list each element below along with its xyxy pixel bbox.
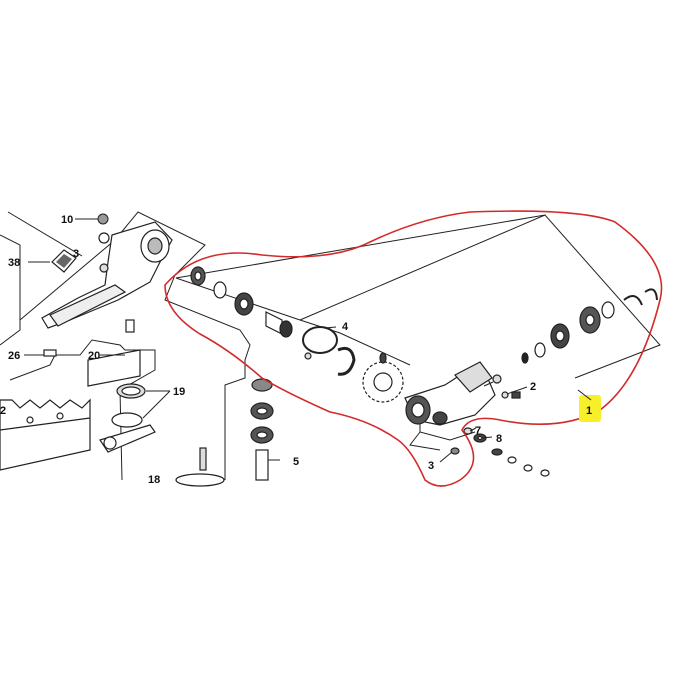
plate-20: [43, 319, 141, 387]
callout-38: 38: [8, 257, 20, 269]
gear-housing: [404, 361, 496, 426]
callout-2: 2: [530, 381, 536, 393]
callout-4: 4: [342, 321, 349, 333]
shaft-components: [190, 266, 312, 360]
callout-18: 18: [148, 474, 160, 486]
callout-3-bottom: 3: [428, 460, 434, 472]
callout-5: 5: [293, 456, 299, 468]
callout-labels: 10 3 38 26 20 19 18 5 4 2 7 8 3 2 1: [0, 214, 592, 486]
sprocket: [337, 346, 404, 403]
callout-10: 10: [61, 214, 73, 226]
left-assembly: [0, 211, 251, 481]
highlight-outline: [164, 210, 663, 487]
callout-19: 19: [173, 386, 185, 398]
arm-housing: [41, 221, 173, 329]
outer-boundary-line: [19, 211, 251, 480]
bearing-set-right: [483, 288, 658, 399]
gasket-38: [51, 249, 77, 273]
callout-1-leader: [577, 389, 592, 401]
leader-top: [7, 211, 83, 257]
bearing-stack-5: [175, 378, 274, 487]
callout-7: 7: [475, 425, 481, 437]
leader-lines: [24, 218, 528, 463]
callout-2-left: 2: [0, 405, 6, 417]
bearing-19: [99, 383, 156, 453]
oring-4: [302, 326, 338, 354]
left-boundary-line: [0, 234, 21, 346]
callout-8: 8: [496, 433, 502, 445]
inner-step-boundary: [9, 339, 156, 481]
callout-26: 26: [8, 350, 20, 362]
callout-3-top: 3: [73, 248, 79, 260]
bolt-10: [97, 213, 109, 225]
callout-20: 20: [88, 350, 100, 362]
callout-1: 1: [586, 405, 592, 417]
callout-1-highlight: [579, 395, 601, 422]
blade-edge: [0, 398, 91, 471]
